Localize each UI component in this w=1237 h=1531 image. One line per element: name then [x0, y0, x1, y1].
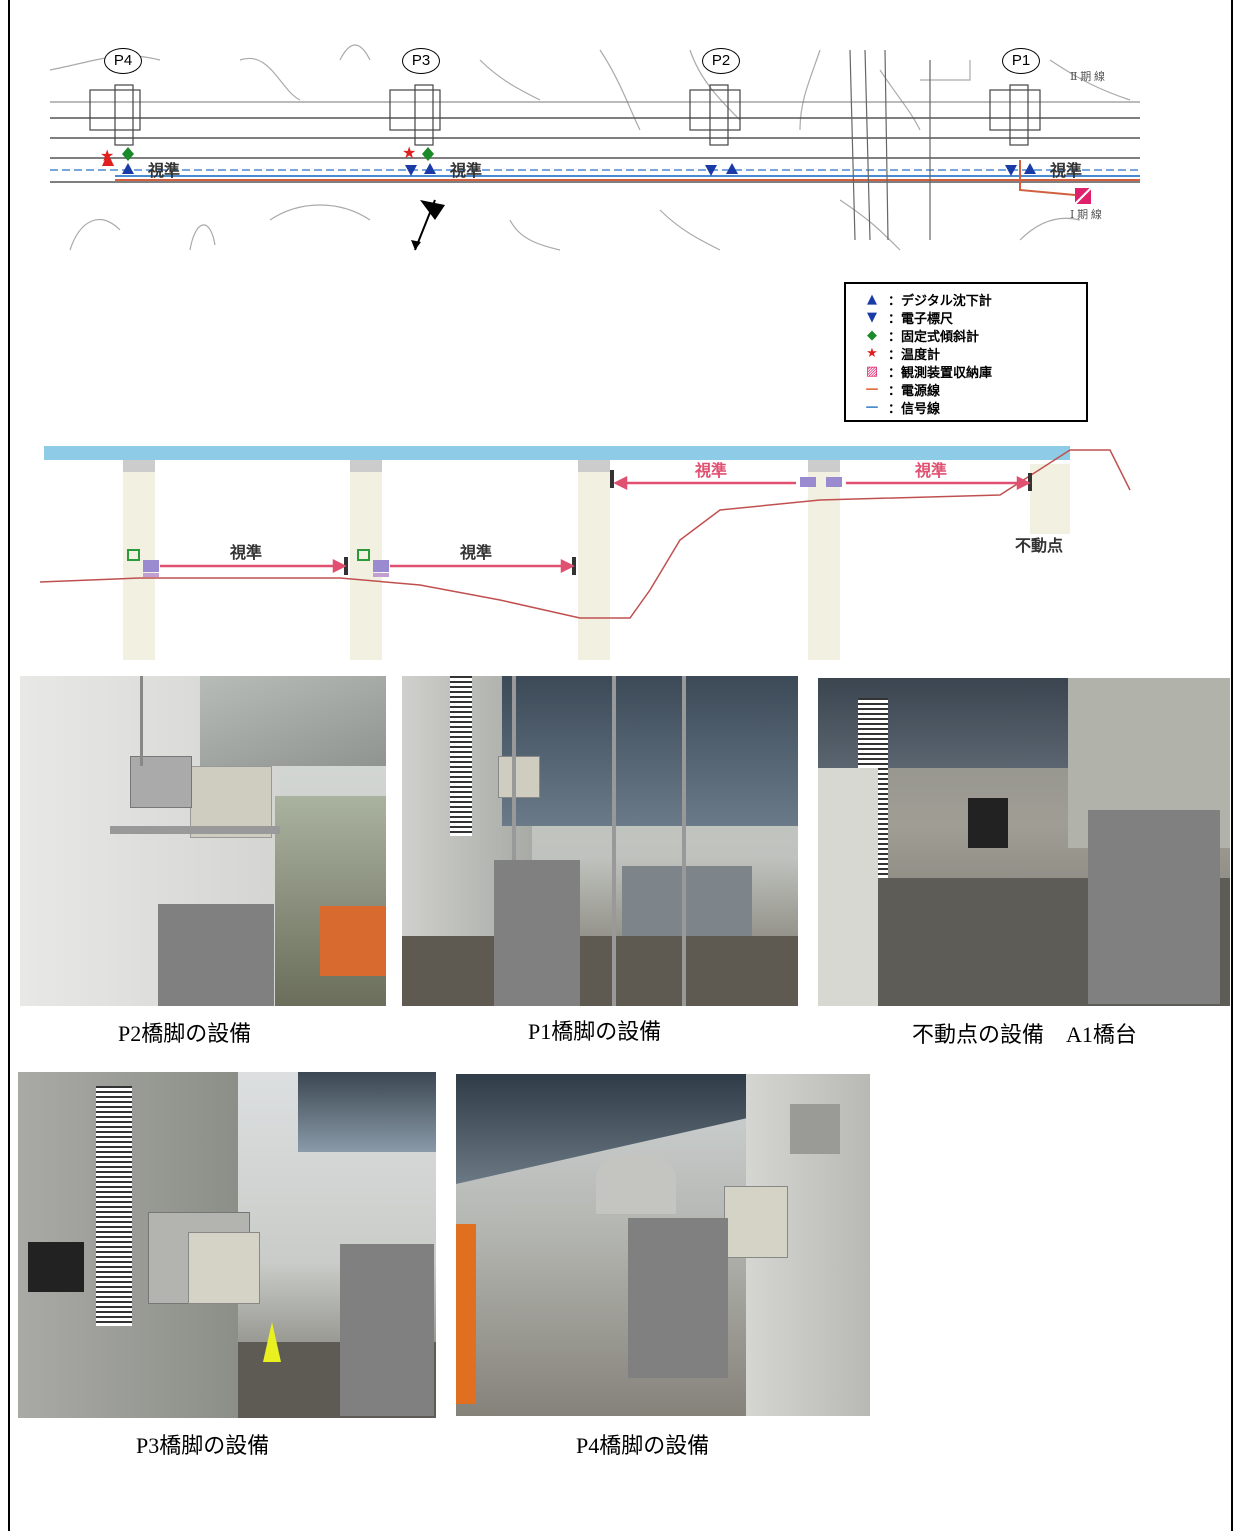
- plan-sight-label-2: 視準: [449, 161, 482, 180]
- pier-label-p4: P4: [104, 48, 142, 74]
- caption-fixed-point: 不動点の設備 A1橋台: [912, 1022, 1137, 1047]
- privacy-mask: [628, 1218, 728, 1378]
- privacy-mask: [158, 904, 274, 1006]
- pier-label-p1: P1: [1002, 48, 1040, 74]
- elev-sight-label-4: 視準: [914, 461, 947, 480]
- elev-sight-label-2: 視準: [459, 543, 492, 562]
- photo-fixed-point-equipment: [818, 678, 1230, 1006]
- privacy-mask: [1088, 810, 1220, 1004]
- triangle-up-icon: ▲: [867, 291, 877, 307]
- track-label-2: Ⅱ 期 線: [1070, 69, 1105, 83]
- legend-item-settlement: ▲ ：デジタル沈下計: [860, 290, 992, 309]
- photo-p2-equipment: [20, 676, 386, 1006]
- privacy-mask: [494, 860, 580, 1006]
- fixed-point-label: 不動点: [1015, 536, 1063, 555]
- legend: ▲ ：デジタル沈下計 ▼ ：電子標尺 ◆ ：固定式傾斜計 ★ ：温度計 ▨ ：観…: [844, 282, 1088, 422]
- hatched-box-icon: ▨: [865, 363, 879, 379]
- legend-item-signal-line: — ：信号線: [860, 398, 941, 417]
- signal-line-icon: —: [865, 399, 879, 415]
- caption-p2: P2橋脚の設備: [118, 1021, 252, 1046]
- legend-item-power-line: — ：電源線: [860, 380, 941, 399]
- photo-p1-equipment: [402, 676, 798, 1006]
- plan-view: ★ ★ 視準 視準 視準 Ⅱ 期 線 Ⅰ 期 線: [49, 44, 1140, 251]
- track-label-1: Ⅰ 期 線: [1070, 207, 1102, 221]
- photo-p4-equipment: [456, 1074, 870, 1416]
- caption-p1: P1橋脚の設備: [528, 1019, 662, 1044]
- legend-item-tilt: ◆ ：固定式傾斜計: [860, 326, 979, 345]
- pier-label-p3: P3: [402, 48, 440, 74]
- plan-sight-label-1: 視準: [147, 161, 180, 180]
- star-icon: ★: [866, 345, 878, 361]
- photo-p3-equipment: [18, 1072, 436, 1418]
- right-border: [1231, 0, 1233, 1531]
- triangle-down-icon: ▼: [867, 309, 877, 325]
- caption-p4: P4橋脚の設備: [576, 1433, 710, 1458]
- elevation-view: 視準 視準 視準 視準 不動点: [40, 446, 1131, 660]
- caption-p3: P3橋脚の設備: [136, 1433, 270, 1458]
- legend-item-staff: ▼ ：電子標尺: [860, 308, 953, 327]
- elev-sight-label-3: 視準: [694, 461, 727, 480]
- legend-item-thermometer: ★ ：温度計: [860, 344, 940, 363]
- pier-label-p2: P2: [702, 48, 740, 74]
- svg-text:★: ★: [100, 148, 114, 165]
- elev-sight-label-1: 視準: [229, 543, 262, 562]
- north-arrow-icon: [411, 199, 445, 251]
- svg-text:★: ★: [402, 145, 416, 162]
- privacy-mask: [340, 1244, 434, 1416]
- left-border: [8, 0, 10, 1531]
- legend-item-storage: ▨ ：観測装置収納庫: [860, 362, 992, 381]
- diamond-icon: ◆: [867, 327, 877, 343]
- power-line-icon: —: [865, 381, 879, 397]
- plan-sight-label-3: 視準: [1049, 161, 1082, 180]
